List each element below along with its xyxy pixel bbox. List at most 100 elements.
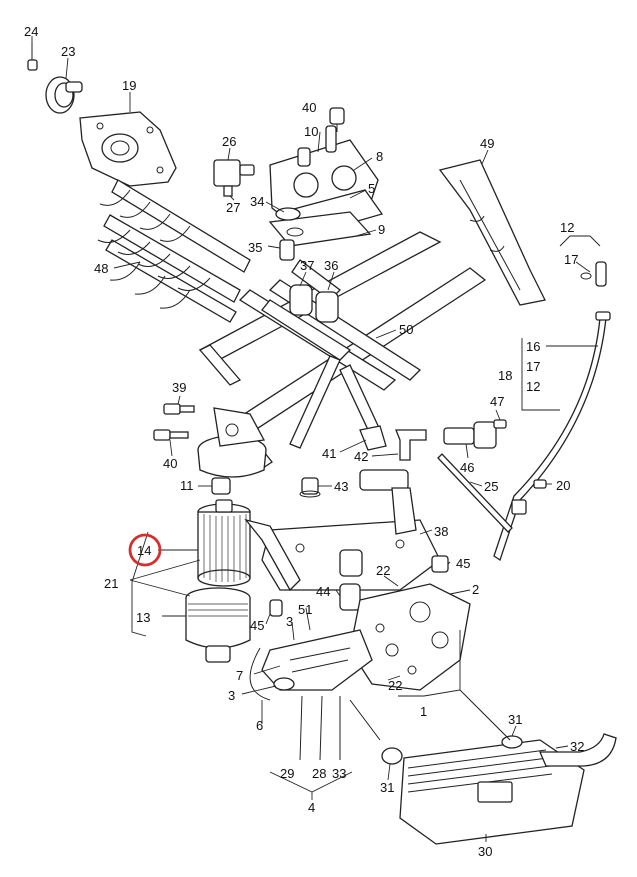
label-41: 41 xyxy=(322,446,336,461)
label-12-right: 12 xyxy=(526,379,540,394)
label-1: 1 xyxy=(420,704,427,719)
label-45-left: 45 xyxy=(250,618,264,633)
o-ring-31-right-part xyxy=(501,735,523,749)
label-30: 30 xyxy=(478,844,492,859)
bolts-29-28-33-part xyxy=(299,695,341,761)
fitting-41-part xyxy=(359,425,387,451)
label-45-right: 45 xyxy=(456,556,470,571)
bolt-24-part xyxy=(27,42,38,71)
highlight-circle xyxy=(128,533,162,567)
label-33: 33 xyxy=(332,766,346,781)
rod-25-part xyxy=(437,453,513,533)
part-labels: 24 23 19 40 10 26 8 5 49 27 34 9 35 37 3… xyxy=(24,24,584,859)
washer-23-part xyxy=(45,76,83,114)
label-48: 48 xyxy=(94,261,108,276)
label-31-right: 31 xyxy=(508,712,522,727)
pipe-1-to-cooler-part xyxy=(349,689,511,741)
label-47: 47 xyxy=(490,394,504,409)
label-20: 20 xyxy=(556,478,570,493)
o-ring-31-left-part xyxy=(381,747,403,765)
label-51: 51 xyxy=(298,602,312,617)
label-4: 4 xyxy=(308,800,315,815)
label-46: 46 xyxy=(460,460,474,475)
pipe-upper-part xyxy=(244,469,417,592)
label-43: 43 xyxy=(334,479,348,494)
module-38-part xyxy=(261,519,441,591)
label-28: 28 xyxy=(312,766,326,781)
label-49: 49 xyxy=(480,136,494,151)
oil-cooler-30-part xyxy=(399,733,617,845)
valve-43-part xyxy=(299,477,321,498)
sensor-17-part xyxy=(580,261,607,287)
bolt-39-part xyxy=(163,403,195,415)
seal-6-part xyxy=(249,647,295,701)
label-26: 26 xyxy=(222,134,236,149)
label-31-left: 31 xyxy=(380,780,394,795)
bracket-lower-part xyxy=(261,629,373,691)
label-23: 23 xyxy=(61,44,75,59)
label-27: 27 xyxy=(226,200,240,215)
label-12-top: 12 xyxy=(560,220,574,235)
label-17-right: 17 xyxy=(526,359,540,374)
filter-element-14-part xyxy=(197,499,251,587)
label-3-bottom: 3 xyxy=(228,688,235,703)
label-37: 37 xyxy=(300,258,314,273)
label-32: 32 xyxy=(570,739,584,754)
label-38: 38 xyxy=(434,524,448,539)
label-19: 19 xyxy=(122,78,136,93)
label-22-bottom: 22 xyxy=(388,678,402,693)
label-34: 34 xyxy=(250,194,264,209)
label-25: 25 xyxy=(484,479,498,494)
label-35: 35 xyxy=(248,240,262,255)
label-24: 24 xyxy=(24,24,38,39)
plug-35-part xyxy=(279,239,295,261)
frame-50-part xyxy=(198,231,487,471)
label-18: 18 xyxy=(498,368,512,383)
pipe-42-part xyxy=(395,429,427,461)
housing-1-part xyxy=(349,583,471,691)
sensor-45-left-part xyxy=(269,599,283,617)
label-40-top: 40 xyxy=(302,100,316,115)
label-22-top: 22 xyxy=(376,563,390,578)
label-9: 9 xyxy=(378,222,385,237)
dipstick-tube-16-part xyxy=(493,311,611,562)
bolt-20-part xyxy=(533,479,547,489)
label-7: 7 xyxy=(236,668,243,683)
label-13: 13 xyxy=(136,610,150,625)
bolt-40-part xyxy=(153,429,189,441)
label-10: 10 xyxy=(304,124,318,139)
filter-cap-13-part xyxy=(185,587,251,663)
sealing-sleeve-44-part xyxy=(339,583,361,611)
cover-19-part xyxy=(79,111,177,187)
solenoid-26-part xyxy=(213,159,255,197)
plug-11-part xyxy=(211,477,231,495)
label-50: 50 xyxy=(399,322,413,337)
bolt-47-part xyxy=(493,419,507,429)
sensor-40-top-part xyxy=(329,107,345,132)
label-8: 8 xyxy=(376,149,383,164)
label-44: 44 xyxy=(316,584,330,599)
label-39: 39 xyxy=(172,380,186,395)
label-14-highlighted[interactable]: 14 xyxy=(137,543,151,558)
label-6: 6 xyxy=(256,718,263,733)
filter-housing-upper-part xyxy=(197,407,267,478)
label-36: 36 xyxy=(324,258,338,273)
label-21: 21 xyxy=(104,576,118,591)
label-2: 2 xyxy=(472,582,479,597)
label-17-top: 17 xyxy=(564,252,578,267)
leader-lines xyxy=(31,36,601,842)
gasket-9-part xyxy=(268,211,372,247)
bracket-49-part xyxy=(438,159,546,306)
label-29: 29 xyxy=(280,766,294,781)
label-40: 40 xyxy=(163,456,177,471)
label-5: 5 xyxy=(368,181,375,196)
label-42: 42 xyxy=(354,449,368,464)
label-16: 16 xyxy=(526,339,540,354)
label-11: 11 xyxy=(180,478,194,493)
label-3-top: 3 xyxy=(286,614,293,629)
sensor-46-part xyxy=(443,421,497,449)
sensor-45-right-part xyxy=(431,555,449,573)
camshaft-assembly-48-part xyxy=(97,179,251,323)
